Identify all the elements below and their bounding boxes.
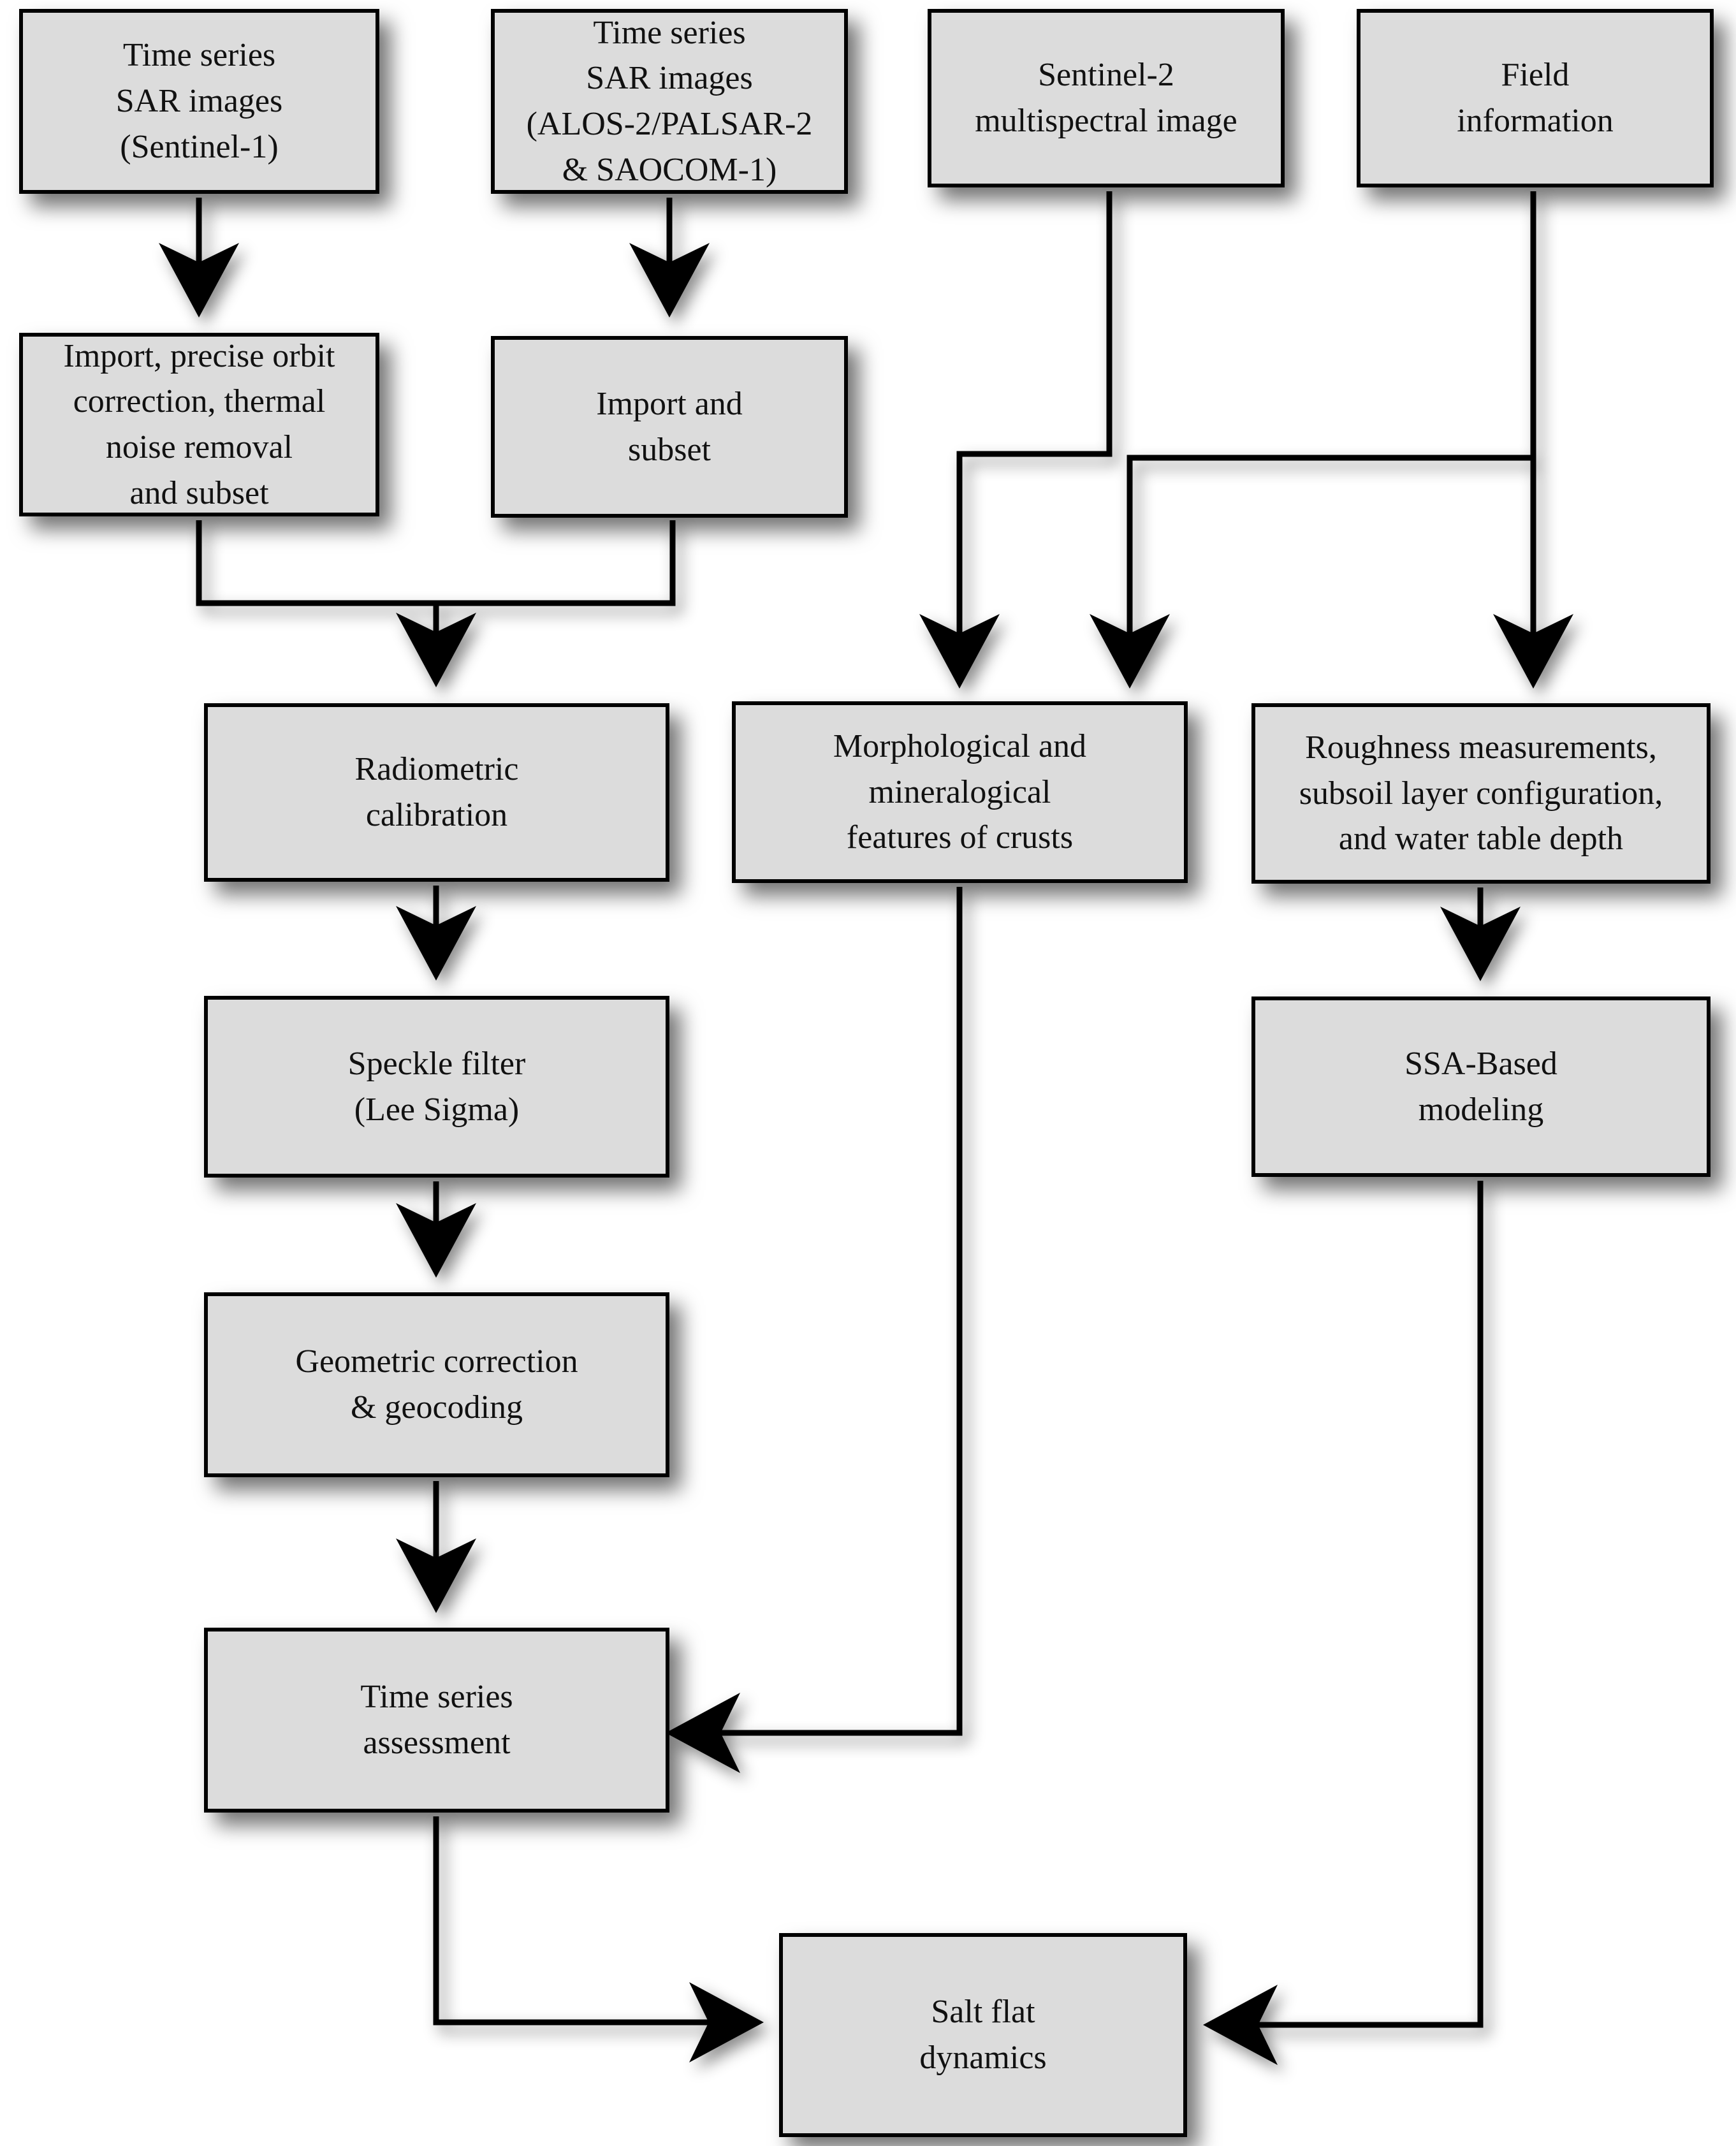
node-label: Time series assessment (360, 1679, 513, 1761)
edge-imports-merge (196, 520, 676, 606)
edge-s2-morphological-left (919, 191, 1112, 689)
node-roughness-measurements[interactable]: Roughness measurements, subsoil layer co… (1251, 703, 1710, 884)
node-geometric-correction-geocoding[interactable]: Geometric correction & geocoding (204, 1292, 669, 1477)
node-ssa-based-modeling[interactable]: SSA-Based modeling (1251, 996, 1710, 1177)
node-label: Roughness measurements, subsoil layer co… (1299, 729, 1663, 858)
node-radiometric-calibration[interactable]: Radiometric calibration (204, 703, 669, 882)
node-label: Morphological and mineralogical features… (833, 727, 1087, 856)
node-field-information[interactable]: Field information (1357, 9, 1714, 187)
node-sentinel2-multispectral-image[interactable]: Sentinel-2 multispectral image (928, 9, 1285, 187)
node-label: Radiometric calibration (354, 751, 519, 833)
node-label: Import and subset (596, 385, 743, 468)
node-label: SSA-Based modeling (1404, 1045, 1557, 1128)
node-label: Time series SAR images (ALOS-2/PALSAR-2 … (526, 14, 813, 188)
node-time-series-assessment[interactable]: Time series assessment (204, 1628, 669, 1813)
node-label: Field information (1457, 57, 1614, 139)
node-label: Time series SAR images (Sentinel-1) (115, 37, 283, 165)
node-label: Sentinel-2 multispectral image (975, 57, 1237, 139)
node-salt-flat-dynamics[interactable]: Salt flat dynamics (779, 1933, 1187, 2137)
node-label: Import, precise orbit correction, therma… (63, 337, 335, 511)
node-time-series-sar-sentinel1[interactable]: Time series SAR images (Sentinel-1) (19, 9, 379, 194)
node-label: Salt flat dynamics (919, 1994, 1047, 2076)
edge-morphological-time_series (666, 887, 963, 1773)
node-import-precise-orbit-correction[interactable]: Import, precise orbit correction, therma… (19, 333, 379, 516)
node-label: Geometric correction & geocoding (295, 1343, 578, 1426)
node-label: Speckle filter (Lee Sigma) (347, 1045, 526, 1128)
edge-time_series-salt_flat (433, 1816, 764, 2062)
node-import-and-subset[interactable]: Import and subset (491, 336, 848, 518)
node-morphological-mineralogical-features[interactable]: Morphological and mineralogical features… (732, 701, 1188, 883)
node-time-series-sar-alos-saocom[interactable]: Time series SAR images (ALOS-2/PALSAR-2 … (491, 9, 848, 194)
edge-field-morphological (1090, 191, 1536, 689)
edge-ssa-salt_flat (1203, 1181, 1484, 2065)
node-speckle-filter-lee-sigma[interactable]: Speckle filter (Lee Sigma) (204, 996, 669, 1178)
